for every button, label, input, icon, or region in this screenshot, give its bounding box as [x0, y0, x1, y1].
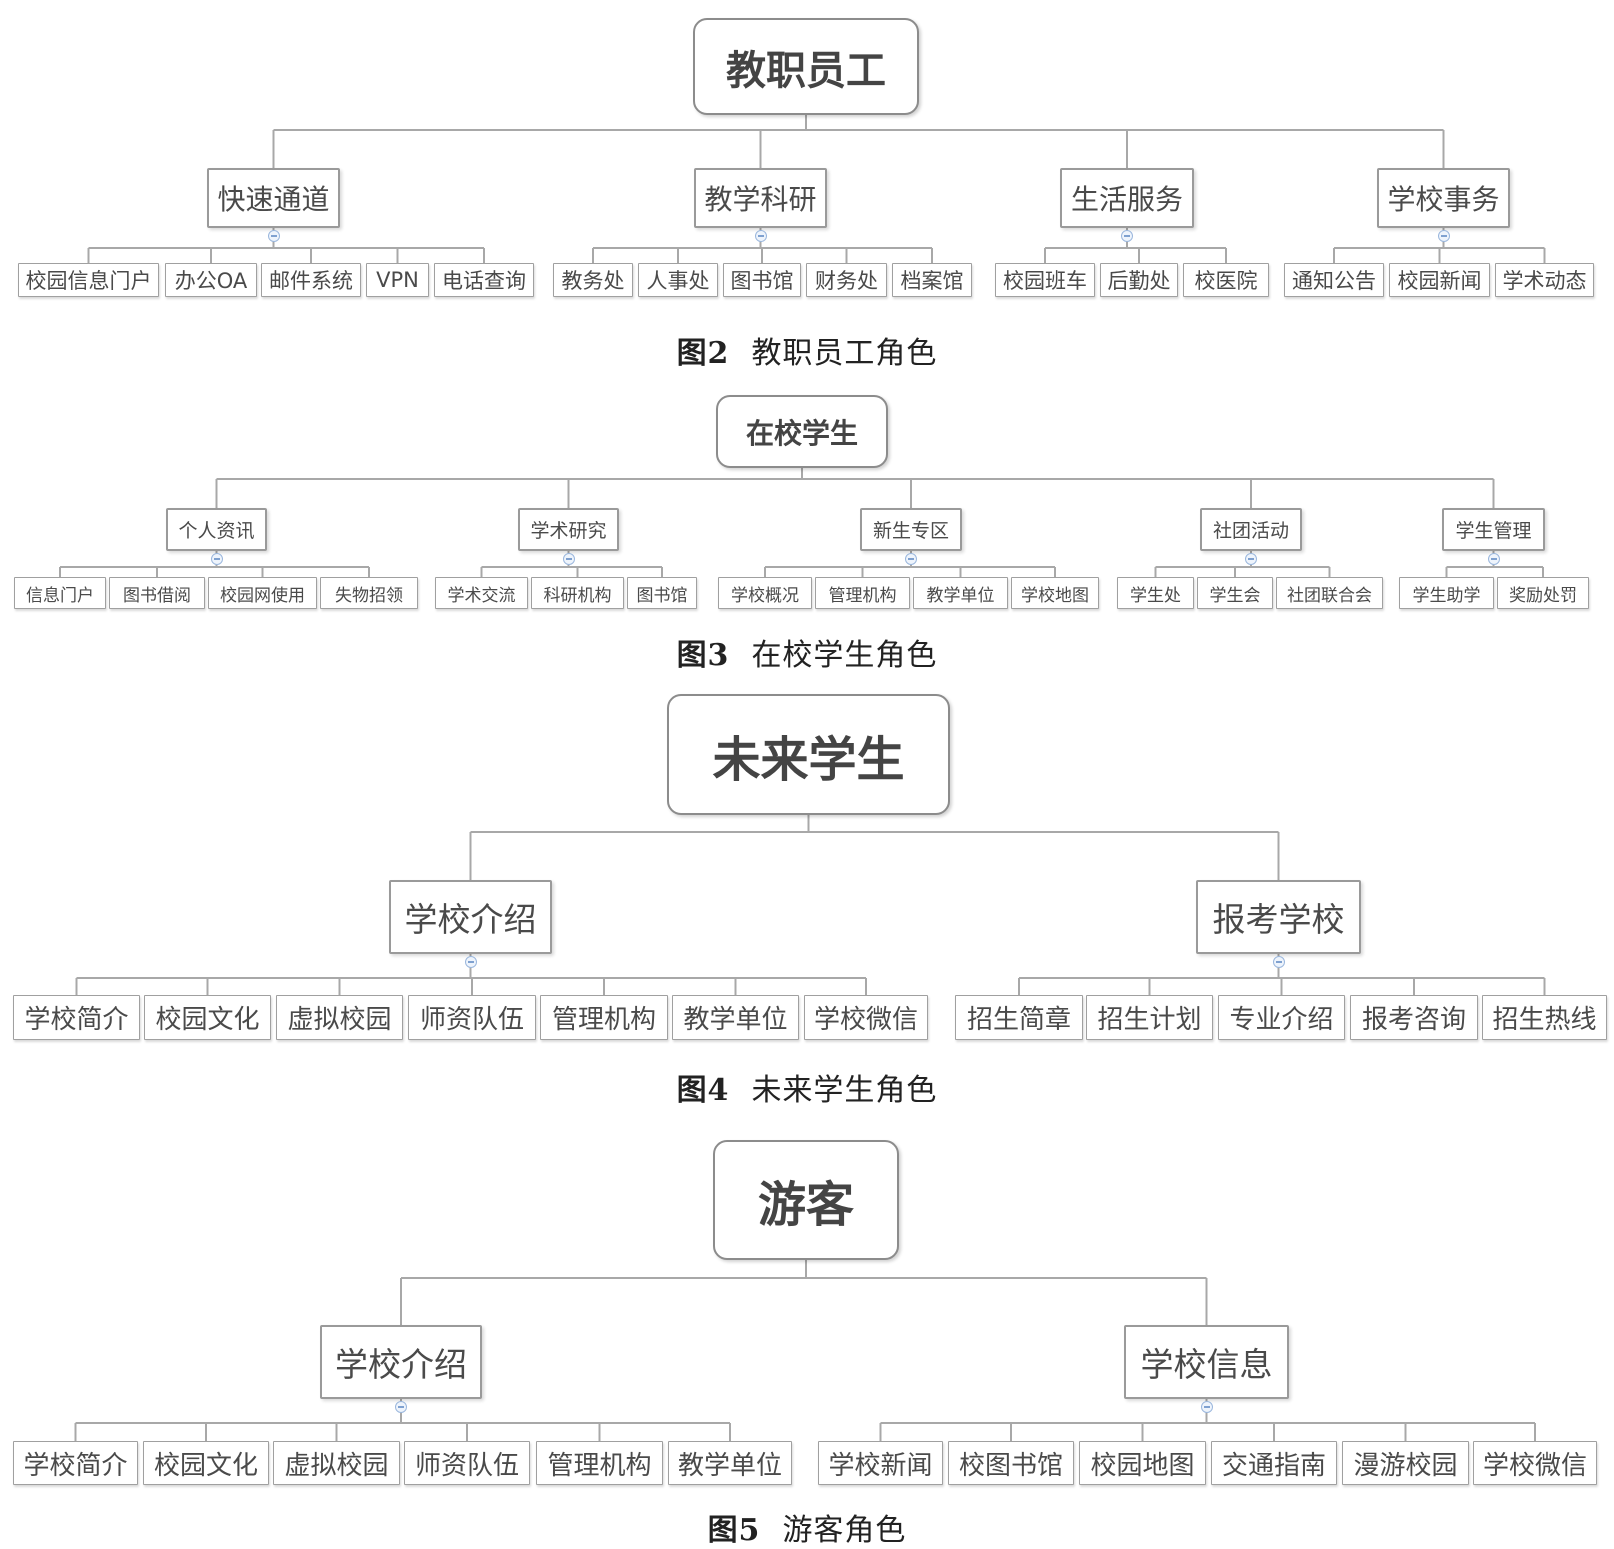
figure-caption-staff: 图2 教职员工角色	[0, 328, 1614, 372]
leaf-node-students-3-1: 学生会	[1197, 577, 1273, 609]
leaf-node-visitor-0-5: 教学单位	[668, 1441, 792, 1485]
leaf-node-future-0-6: 学校微信	[804, 995, 928, 1040]
leaf-node-students-2-1: 管理机构	[815, 577, 910, 609]
leaf-node-visitor-1-5: 学校微信	[1473, 1441, 1597, 1485]
collapse-toggle-icon[interactable]	[395, 1401, 407, 1413]
figure-title: 在校学生角色	[751, 638, 938, 673]
leaf-node-visitor-1-3: 交通指南	[1211, 1441, 1337, 1485]
leaf-node-staff-0-1: 办公OA	[165, 263, 257, 297]
leaf-node-staff-0-0: 校园信息门户	[18, 263, 159, 297]
branch-node-students-4: 学生管理	[1442, 508, 1545, 551]
branch-node-students-2: 新生专区	[860, 508, 962, 551]
leaf-node-students-2-2: 教学单位	[913, 577, 1008, 609]
figure-title: 未来学生角色	[751, 1073, 938, 1108]
collapse-toggle-icon[interactable]	[1200, 1401, 1213, 1413]
leaf-node-students-3-2: 社团联合会	[1276, 577, 1383, 609]
leaf-node-visitor-0-1: 校园文化	[143, 1441, 269, 1485]
collapse-toggle-icon[interactable]	[1245, 553, 1257, 565]
leaf-node-staff-1-2: 图书馆	[723, 263, 801, 297]
figure-title: 游客角色	[782, 1513, 907, 1548]
leaf-node-students-4-0: 学生助学	[1399, 577, 1494, 609]
leaf-node-visitor-1-0: 学校新闻	[818, 1441, 943, 1485]
branch-node-staff-3: 学校事务	[1377, 168, 1510, 228]
leaf-node-staff-1-4: 档案馆	[892, 263, 972, 297]
leaf-node-students-1-2: 图书馆	[627, 577, 697, 609]
leaf-node-future-0-5: 教学单位	[672, 995, 799, 1040]
root-node-visitor: 游客	[713, 1140, 899, 1260]
collapse-toggle-icon[interactable]	[905, 553, 917, 565]
leaf-node-future-0-3: 师资队伍	[408, 995, 536, 1040]
leaf-node-staff-2-1: 后勤处	[1100, 263, 1178, 297]
collapse-toggle-icon[interactable]	[1121, 230, 1133, 242]
leaf-node-future-1-3: 报考咨询	[1350, 995, 1478, 1040]
root-node-future: 未来学生	[667, 694, 950, 815]
branch-node-visitor-1: 学校信息	[1124, 1325, 1289, 1399]
collapse-toggle-icon[interactable]	[267, 230, 280, 242]
figure-title: 教职员工角色	[751, 336, 938, 371]
leaf-node-students-0-3: 失物招领	[320, 577, 418, 609]
figure-caption-future: 图4 未来学生角色	[0, 1065, 1614, 1109]
leaf-node-visitor-1-4: 漫游校园	[1342, 1441, 1469, 1485]
leaf-node-future-1-2: 专业介绍	[1218, 995, 1345, 1040]
leaf-node-future-0-2: 虚拟校园	[276, 995, 403, 1040]
leaf-node-staff-3-2: 学术动态	[1495, 263, 1594, 297]
figure-caption-visitor: 图5 游客角色	[0, 1505, 1614, 1549]
branch-node-staff-0: 快速通道	[207, 168, 340, 228]
leaf-node-visitor-0-4: 管理机构	[536, 1441, 663, 1485]
leaf-node-students-4-1: 奖励处罚	[1497, 577, 1589, 609]
root-node-students: 在校学生	[716, 395, 888, 468]
leaf-node-students-0-2: 校园网使用	[208, 577, 317, 609]
branch-node-visitor-0: 学校介绍	[320, 1325, 482, 1399]
figure-caption-students: 图3 在校学生角色	[0, 630, 1614, 674]
leaf-node-students-3-0: 学生处	[1117, 577, 1194, 609]
leaf-node-students-1-1: 科研机构	[531, 577, 624, 609]
leaf-node-future-1-0: 招生简章	[955, 995, 1083, 1040]
collapse-toggle-icon[interactable]	[754, 230, 767, 242]
leaf-node-students-2-3: 学校地图	[1011, 577, 1099, 609]
leaf-node-future-1-4: 招生热线	[1482, 995, 1607, 1040]
leaf-node-staff-2-2: 校医院	[1183, 263, 1269, 297]
leaf-node-visitor-1-2: 校园地图	[1079, 1441, 1206, 1485]
leaf-node-visitor-1-1: 校图书馆	[948, 1441, 1074, 1485]
leaf-node-future-0-0: 学校简介	[13, 995, 140, 1040]
branch-node-future-0: 学校介绍	[389, 880, 552, 954]
leaf-node-students-2-0: 学校概况	[718, 577, 812, 609]
leaf-node-staff-3-0: 通知公告	[1284, 263, 1384, 297]
leaf-node-staff-1-3: 财务处	[806, 263, 887, 297]
root-node-staff: 教职员工	[693, 18, 919, 115]
leaf-node-students-0-1: 图书借阅	[109, 577, 205, 609]
figure-number: 图4	[676, 1073, 730, 1108]
leaf-node-staff-0-3: VPN	[366, 263, 429, 297]
leaf-node-students-1-0: 学术交流	[435, 577, 528, 609]
branch-node-staff-1: 教学科研	[694, 168, 827, 228]
leaf-node-staff-1-1: 人事处	[638, 263, 718, 297]
leaf-node-visitor-0-0: 学校简介	[13, 1441, 138, 1485]
leaf-node-staff-0-2: 邮件系统	[261, 263, 361, 297]
leaf-node-future-1-1: 招生计划	[1086, 995, 1213, 1040]
collapse-toggle-icon[interactable]	[210, 553, 223, 565]
collapse-toggle-icon[interactable]	[464, 956, 477, 968]
branch-node-students-1: 学术研究	[518, 508, 619, 551]
leaf-node-visitor-0-2: 虚拟校园	[273, 1441, 400, 1485]
figure-number: 图3	[676, 638, 730, 673]
leaf-node-staff-1-0: 教务处	[553, 263, 633, 297]
collapse-toggle-icon[interactable]	[1272, 956, 1285, 968]
branch-node-future-1: 报考学校	[1196, 880, 1361, 954]
leaf-node-future-0-4: 管理机构	[540, 995, 668, 1040]
collapse-toggle-icon[interactable]	[562, 553, 575, 565]
branch-node-staff-2: 生活服务	[1060, 168, 1194, 228]
leaf-node-visitor-0-3: 师资队伍	[404, 1441, 530, 1485]
figure-number: 图2	[676, 336, 730, 371]
leaf-node-future-0-1: 校园文化	[144, 995, 271, 1040]
leaf-node-staff-2-0: 校园班车	[995, 263, 1095, 297]
branch-node-students-3: 社团活动	[1200, 508, 1302, 551]
collapse-toggle-icon[interactable]	[1437, 230, 1450, 242]
figure-number: 图5	[707, 1513, 761, 1548]
leaf-node-staff-3-1: 校园新闻	[1389, 263, 1490, 297]
collapse-toggle-icon[interactable]	[1487, 553, 1500, 565]
leaf-node-staff-0-4: 电话查询	[434, 263, 534, 297]
leaf-node-students-0-0: 信息门户	[14, 577, 106, 609]
branch-node-students-0: 个人资讯	[166, 508, 267, 551]
